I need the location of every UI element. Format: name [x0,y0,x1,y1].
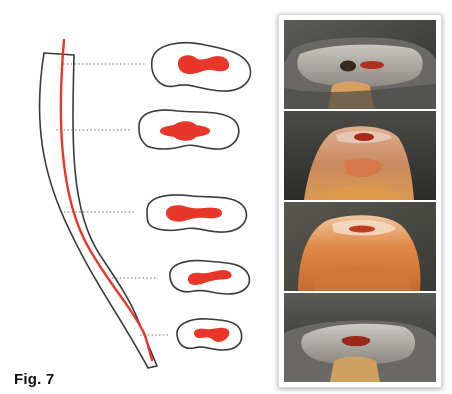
tooth-section-photo-4 [284,293,436,382]
tooth-section-photo-3 [284,202,436,291]
root-outline [39,53,157,368]
tooth-section-photo-1 [284,20,436,109]
photo-2-image [284,111,436,200]
figure-label: Fig. 7 [14,371,54,388]
photo-stack [284,20,436,382]
cross-section-5 [177,319,242,350]
cross-section-2 [139,110,239,149]
tooth-section-photo-2 [284,111,436,200]
photo-4-image [284,293,436,382]
photo-3-image [284,202,436,291]
photo-frame [278,14,442,388]
photo-1-image [284,20,436,109]
cross-section-4 [170,261,250,294]
cross-section-3 [147,195,247,232]
cross-section-1 [152,43,251,91]
